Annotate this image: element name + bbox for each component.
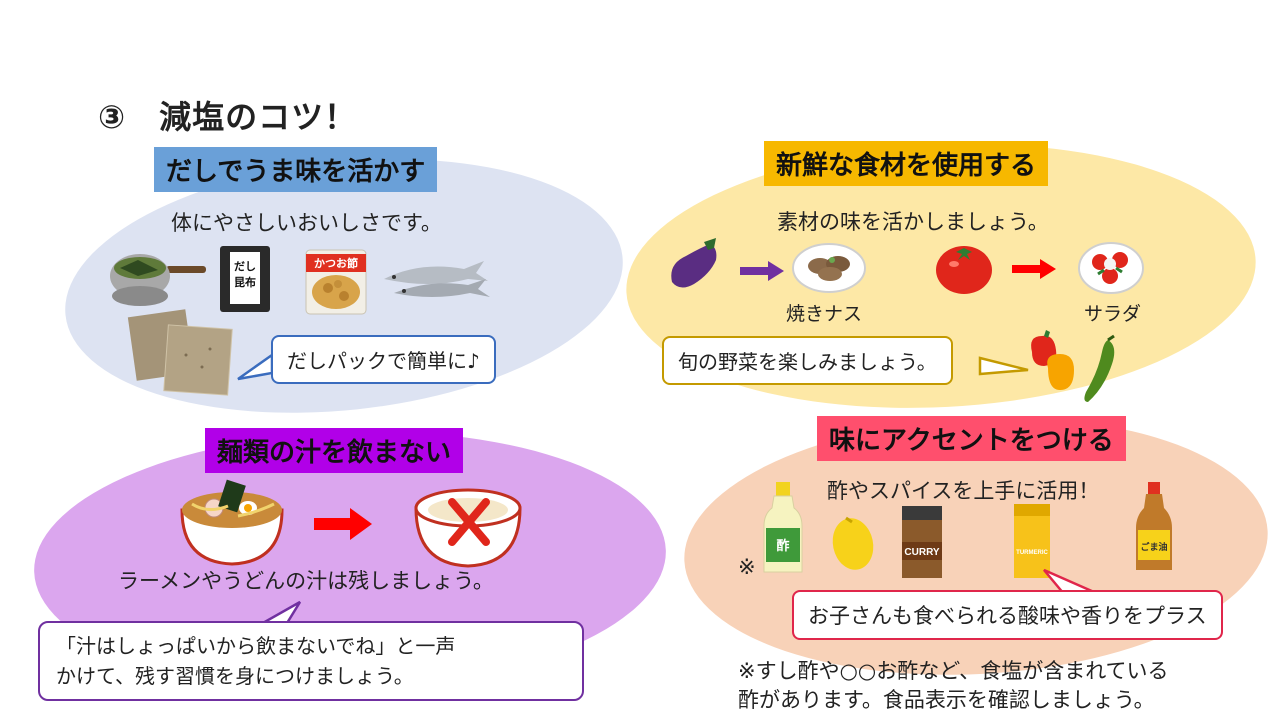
curry-powder-icon: CURRY xyxy=(902,506,942,578)
turmeric-icon: TURMERIC xyxy=(1014,504,1050,578)
ramen-bowl-icon xyxy=(180,479,284,566)
svg-text:酢: 酢 xyxy=(776,538,789,553)
fresh-arrow-red xyxy=(1012,259,1056,279)
fresh-callout: 旬の野菜を楽しみましょう。 xyxy=(662,336,953,385)
fresh-arrow-purple xyxy=(740,261,784,281)
grilled-eggplant-icon xyxy=(792,243,866,293)
fresh-callout-tail xyxy=(978,356,1029,376)
eggplant-icon xyxy=(671,238,717,288)
fresh-caption-salad: サラダ xyxy=(1084,303,1142,325)
fresh-subtitle: 素材の味を活かしましょう。 xyxy=(777,210,1049,234)
dashi-dried-sardine-icon xyxy=(384,261,490,297)
vinegar-bottle-icon: 酢 xyxy=(763,482,803,573)
svg-text:ごま油: ごま油 xyxy=(1140,541,1167,552)
dashi-callout: だしパックで簡単に♪ xyxy=(271,335,496,384)
prohibit-x-icon xyxy=(448,498,490,546)
fresh-callout-text: 旬の野菜を楽しみましょう。 xyxy=(678,350,937,374)
noodle-callout-line-1: 「汁はしょっぱいから飲まないでね」と一声 xyxy=(56,634,456,658)
salad-icon xyxy=(1078,242,1144,294)
fresh-section-label: 新鮮な食材を使用する xyxy=(764,141,1049,186)
dashi-pot-icon xyxy=(110,254,206,306)
lemon-icon xyxy=(832,516,874,570)
sesame-oil-icon: ごま油 xyxy=(1136,482,1172,570)
accent-callout-text: お子さんも食べられる酸味や香りをプラス xyxy=(808,604,1207,628)
green-pepper-icon xyxy=(1084,334,1115,402)
dashi-section-label: だしでうま味を活かす xyxy=(154,147,438,192)
noodle-section-label: 麺類の汁を飲まない xyxy=(205,428,464,473)
svg-text:かつお節: かつお節 xyxy=(314,256,358,270)
tomato-icon xyxy=(936,246,992,294)
dashi-pack-icon xyxy=(127,309,233,396)
page-title: ③ 減塩のコツ！ xyxy=(98,98,358,136)
noodle-subtitle: ラーメンやうどんの汁は残しましょう。 xyxy=(118,569,494,593)
accent-subtitle: 酢やスパイスを上手に活用！ xyxy=(827,479,1100,503)
dashi-callout-text: だしパックで簡単に♪ xyxy=(287,349,480,373)
accent-section-label: 味にアクセントをつける xyxy=(817,416,1126,461)
accent-asterisk: ※ xyxy=(738,555,756,579)
noodle-arrow-red xyxy=(314,508,372,540)
dashi-kombu-icon: だし 昆布 xyxy=(220,246,270,312)
svg-text:だし: だし xyxy=(234,260,256,273)
accent-note-line-1: ※すし酢や○○お酢など、食塩が含まれている xyxy=(738,659,1169,683)
accent-callout: お子さんも食べられる酸味や香りをプラス xyxy=(792,590,1223,640)
dashi-subtitle: 体にやさしいおいしさです。 xyxy=(171,211,442,235)
dashi-callout-tail xyxy=(237,352,274,381)
fresh-caption-grilled-eggplant: 焼きナス xyxy=(786,303,863,325)
empty-bowl-icon xyxy=(414,488,522,568)
svg-text:昆布: 昆布 xyxy=(234,275,256,289)
bell-pepper-icon xyxy=(1031,330,1074,390)
svg-text:TURMERIC: TURMERIC xyxy=(1016,550,1048,556)
noodle-callout-line-2: かけて、残す習慣を身につけましょう。 xyxy=(56,664,414,688)
svg-text:CURRY: CURRY xyxy=(904,547,940,558)
noodle-callout: 「汁はしょっぱいから飲まないでね」と一声 かけて、残す習慣を身につけましょう。 xyxy=(38,621,584,701)
accent-note-line-2: 酢があります。食品表示を確認しましょう。 xyxy=(738,688,1155,712)
dashi-katsuobushi-icon: かつお節 xyxy=(305,249,367,315)
